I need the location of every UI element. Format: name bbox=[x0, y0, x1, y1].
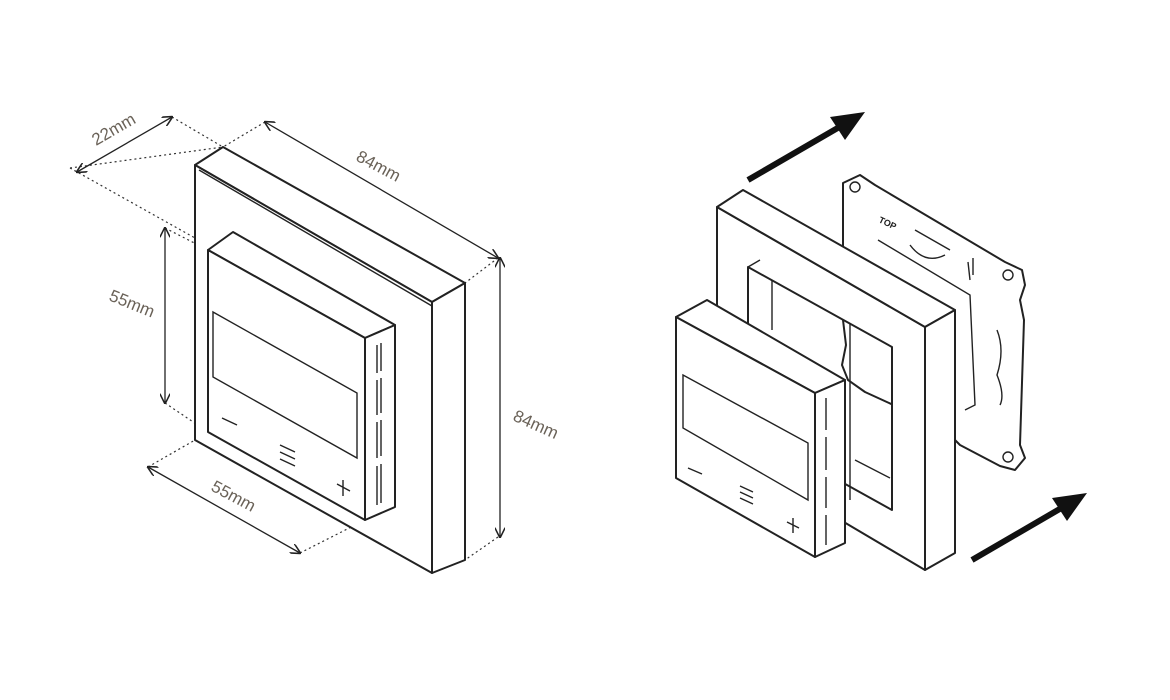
display-screen bbox=[682, 373, 809, 502]
arrow-icon bbox=[746, 112, 865, 183]
exploded-view: TOP bbox=[675, 112, 1087, 571]
extension-lines bbox=[69, 116, 499, 561]
side-slots bbox=[376, 343, 382, 505]
plus-icon bbox=[336, 480, 351, 496]
dimension-lines bbox=[77, 117, 500, 553]
display-screen bbox=[212, 310, 358, 460]
minus-icon bbox=[687, 467, 703, 475]
thermostat-device bbox=[207, 231, 396, 521]
menu-icon bbox=[279, 444, 296, 467]
plus-icon bbox=[786, 518, 800, 533]
device-height-label: 55mm bbox=[107, 286, 158, 321]
frame-width-label: 84mm bbox=[353, 147, 404, 186]
device-width-label: 55mm bbox=[208, 477, 259, 516]
minus-icon bbox=[221, 417, 238, 426]
menu-icon bbox=[739, 485, 754, 505]
thermostat-device-exploded bbox=[675, 299, 846, 558]
arrow-icon bbox=[970, 493, 1087, 563]
frame-height-label: 84mm bbox=[510, 406, 561, 443]
depth-label: 22mm bbox=[89, 109, 139, 149]
assembled-view: 22mm 84mm 84mm 55mm 55mm bbox=[69, 109, 561, 574]
